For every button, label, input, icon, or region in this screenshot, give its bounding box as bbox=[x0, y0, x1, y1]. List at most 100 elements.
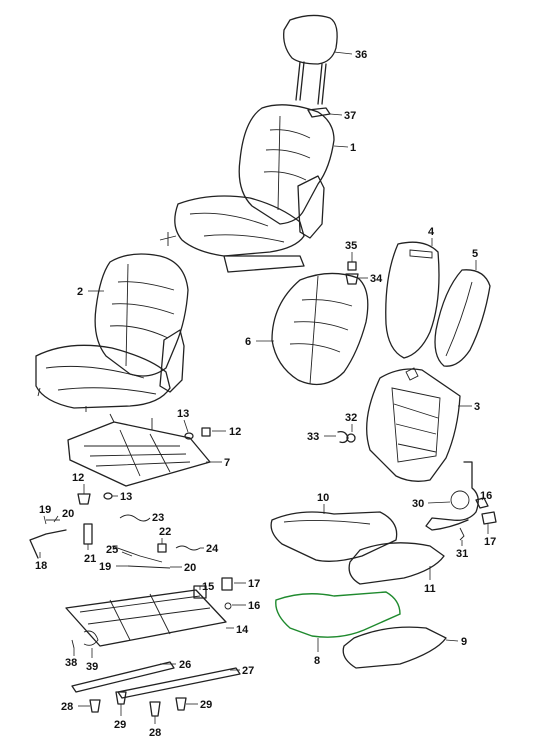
callout-9[interactable]: 9 bbox=[445, 636, 467, 648]
callout-17-right-label: 17 bbox=[484, 536, 496, 548]
complete-seat-top bbox=[159, 104, 335, 273]
backrest-frame bbox=[366, 367, 461, 482]
callout-14-label: 14 bbox=[236, 624, 249, 636]
callout-38-label: 38 bbox=[65, 657, 77, 669]
callout-28-left[interactable]: 28 bbox=[61, 701, 90, 713]
callout-30-label: 30 bbox=[412, 498, 424, 510]
callout-4-label: 4 bbox=[428, 226, 435, 238]
callout-9-label: 9 bbox=[461, 636, 467, 648]
callout-6[interactable]: 6 bbox=[245, 336, 274, 348]
callout-33[interactable]: 33 bbox=[307, 431, 336, 443]
callout-34-label: 34 bbox=[370, 273, 383, 285]
callout-13-left[interactable]: 13 bbox=[112, 491, 132, 503]
callout-3[interactable]: 3 bbox=[458, 401, 480, 413]
callout-28-bottom-label: 28 bbox=[149, 727, 161, 739]
callout-29-left[interactable]: 29 bbox=[114, 704, 126, 731]
callout-13-left-label: 13 bbox=[120, 491, 132, 503]
callout-27[interactable]: 27 bbox=[230, 665, 254, 677]
callout-19-top[interactable]: 19 bbox=[39, 504, 51, 525]
callout-13-top-label: 13 bbox=[177, 408, 189, 420]
callout-2[interactable]: 2 bbox=[77, 286, 104, 298]
callout-28-bottom[interactable]: 28 bbox=[149, 716, 161, 739]
callout-22-label: 22 bbox=[159, 526, 171, 538]
callout-16-mid[interactable]: 16 bbox=[232, 600, 260, 612]
callout-14[interactable]: 14 bbox=[226, 624, 249, 636]
callout-28-left-label: 28 bbox=[61, 701, 73, 713]
callout-3-label: 3 bbox=[474, 401, 480, 413]
callout-19-bottom-label: 19 bbox=[99, 561, 111, 573]
callout-13-top[interactable]: 13 bbox=[177, 408, 189, 433]
backrest-side-panel bbox=[434, 269, 491, 367]
callout-6-label: 6 bbox=[245, 336, 251, 348]
callout-17-mid[interactable]: 17 bbox=[234, 578, 260, 590]
callout-25-label: 25 bbox=[106, 544, 118, 556]
callout-36-label: 36 bbox=[355, 49, 367, 61]
callout-7-label: 7 bbox=[224, 457, 230, 469]
recliner-mechanism bbox=[425, 461, 497, 541]
callout-12-top[interactable]: 12 bbox=[212, 426, 241, 438]
callout-38[interactable]: 38 bbox=[65, 648, 77, 669]
callout-37[interactable]: 37 bbox=[329, 110, 356, 122]
callout-18[interactable]: 18 bbox=[35, 552, 47, 572]
callout-10-label: 10 bbox=[317, 492, 329, 504]
callout-21-label: 21 bbox=[84, 553, 96, 565]
callout-2-label: 2 bbox=[77, 286, 83, 298]
seat-rail-assembly bbox=[65, 577, 233, 649]
callout-16-right[interactable]: 16 bbox=[480, 490, 492, 502]
callout-1[interactable]: 1 bbox=[333, 142, 356, 154]
adjuster-linkage bbox=[29, 514, 201, 569]
callout-23[interactable]: 23 bbox=[150, 512, 164, 524]
callout-19-bottom[interactable]: 19 bbox=[99, 561, 128, 573]
callout-10[interactable]: 10 bbox=[317, 492, 329, 514]
callout-35[interactable]: 35 bbox=[345, 240, 357, 262]
callout-1-label: 1 bbox=[350, 142, 356, 154]
callout-33-label: 33 bbox=[307, 431, 319, 443]
seat-cover-highlighted[interactable] bbox=[275, 591, 401, 638]
callout-20-bottom-label: 20 bbox=[184, 562, 196, 574]
seat-cushion bbox=[270, 511, 398, 562]
callout-15[interactable]: 15 bbox=[199, 581, 214, 593]
callout-24[interactable]: 24 bbox=[200, 543, 219, 555]
callout-23-label: 23 bbox=[152, 512, 164, 524]
backrest-panel bbox=[385, 241, 440, 359]
washer-and-clip bbox=[337, 430, 356, 444]
callout-12-left[interactable]: 12 bbox=[72, 472, 85, 494]
callout-12-top-label: 12 bbox=[229, 426, 241, 438]
callout-32[interactable]: 32 bbox=[345, 412, 357, 432]
callout-29-left-label: 29 bbox=[114, 719, 126, 731]
callout-20-top-label: 20 bbox=[62, 508, 74, 520]
callout-20-bottom[interactable]: 20 bbox=[170, 562, 196, 574]
callout-31[interactable]: 31 bbox=[456, 540, 468, 560]
callout-4[interactable]: 4 bbox=[428, 226, 435, 246]
callout-8[interactable]: 8 bbox=[314, 638, 320, 667]
callout-19-top-label: 19 bbox=[39, 504, 51, 516]
callout-25[interactable]: 25 bbox=[106, 544, 133, 557]
callout-39[interactable]: 39 bbox=[86, 648, 98, 673]
callout-36[interactable]: 36 bbox=[333, 49, 367, 61]
callout-37-label: 37 bbox=[344, 110, 356, 122]
callout-20-top[interactable]: 20 bbox=[53, 508, 74, 523]
callout-34[interactable]: 34 bbox=[358, 273, 383, 285]
callout-11-label: 11 bbox=[424, 583, 436, 595]
callout-8-label: 8 bbox=[314, 655, 320, 667]
callout-27-label: 27 bbox=[242, 665, 254, 677]
callout-30[interactable]: 30 bbox=[412, 498, 451, 510]
callout-5[interactable]: 5 bbox=[472, 248, 478, 270]
callout-5-label: 5 bbox=[472, 248, 478, 260]
callout-15-label: 15 bbox=[202, 581, 214, 593]
seat-pad-lower bbox=[342, 626, 447, 669]
complete-seat-left bbox=[35, 253, 189, 412]
callout-17-right[interactable]: 17 bbox=[484, 524, 496, 548]
callout-11[interactable]: 11 bbox=[424, 566, 436, 595]
callout-17-mid-label: 17 bbox=[248, 578, 260, 590]
callout-18-label: 18 bbox=[35, 560, 47, 572]
callout-12-left-label: 12 bbox=[72, 472, 84, 484]
callout-21[interactable]: 21 bbox=[84, 544, 96, 565]
callout-26-label: 26 bbox=[179, 659, 191, 671]
callout-31-label: 31 bbox=[456, 548, 468, 560]
callout-29-right[interactable]: 29 bbox=[186, 699, 212, 711]
mounting-feet bbox=[89, 691, 187, 717]
callout-26[interactable]: 26 bbox=[160, 659, 191, 671]
callout-7[interactable]: 7 bbox=[206, 457, 230, 469]
callout-22[interactable]: 22 bbox=[159, 526, 171, 544]
